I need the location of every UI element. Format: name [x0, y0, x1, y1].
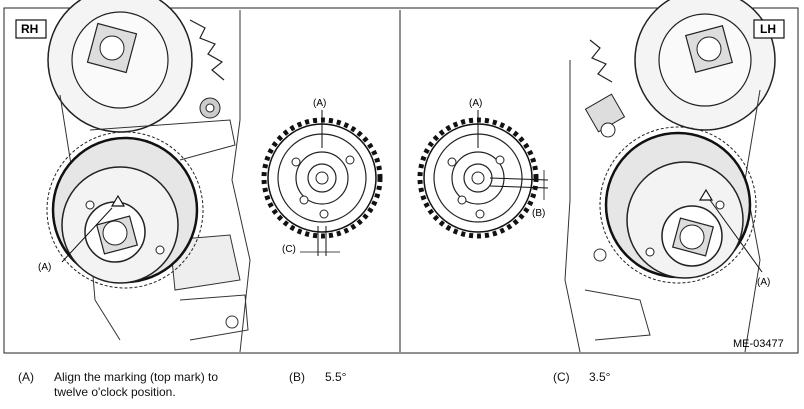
legend-key-c: (C) [553, 370, 570, 384]
lh-callout-a: (A) [757, 277, 770, 288]
rh-callout-a: (A) [38, 262, 51, 273]
lh-engine-view [564, 0, 776, 353]
lh-detail-callout-a: (A) [469, 98, 482, 109]
legend-text-a-line1: Align the marking (top mark) to [54, 370, 219, 384]
legend-text-a-line2: twelve o'clock position. [54, 385, 176, 399]
legend-key-b: (B) [289, 370, 305, 384]
rh-detail-callout-a: (A) [313, 98, 326, 109]
rh-label: RH [21, 22, 38, 36]
figure-id: ME-03477 [733, 338, 784, 350]
lh-top-mark [698, 188, 714, 201]
legend-key-a: (A) [18, 370, 34, 384]
lh-sprocket-detail [417, 110, 549, 239]
callout-c: (C) [282, 244, 296, 255]
rh-engine-view [46, 0, 251, 353]
legend-text-c: 3.5° [589, 370, 611, 384]
lh-label: LH [760, 22, 776, 36]
rh-label-box [15, 19, 47, 39]
rh-top-mark [110, 194, 126, 207]
lh-label-box [753, 19, 785, 39]
rh-sprocket-detail [261, 110, 383, 256]
legend-text-b: 5.5° [325, 370, 347, 384]
callout-b: (B) [532, 208, 545, 219]
diagram-frame [3, 7, 799, 354]
